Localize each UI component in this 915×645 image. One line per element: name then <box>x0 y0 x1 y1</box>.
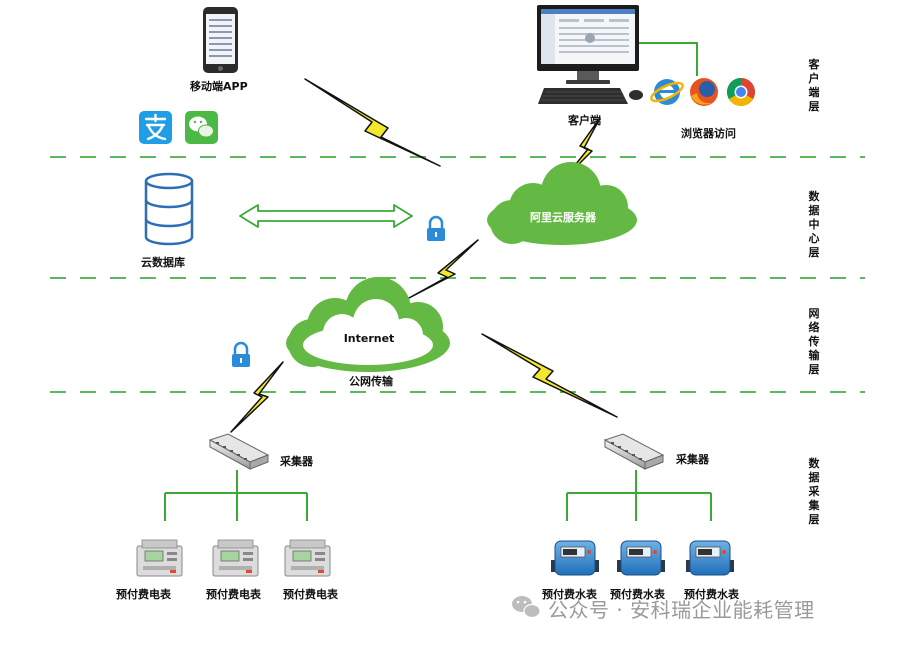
wechat-icon <box>512 596 541 619</box>
water-meter-icon-1 <box>551 540 599 576</box>
wechat-app-icon <box>185 111 218 144</box>
collector-label-left: 采集器 <box>280 455 313 468</box>
electric-meter-label-1: 预付费电表 <box>116 588 171 601</box>
mobile-app-label: 移动端APP <box>190 80 248 93</box>
water-meter-label-1: 预付费水表 <box>542 588 597 601</box>
padlock-icon-lower <box>232 341 250 367</box>
ie-browser-icon <box>650 79 684 105</box>
desktop-computer-icon <box>537 5 643 104</box>
client-label: 客户端 <box>568 114 601 127</box>
bus-lines-left <box>164 470 308 521</box>
wireless-link-icon-right-collector <box>481 333 618 418</box>
layer-label-collection: 数据采集层 <box>808 457 820 526</box>
layer-label-network: 网络传输层 <box>808 307 820 376</box>
aliyun-cloud-shape <box>487 162 637 245</box>
database-icon <box>144 172 194 246</box>
mobile-phone-icon <box>203 7 238 73</box>
electric-meter-label-3: 预付费电表 <box>283 588 338 601</box>
cloud-database-label: 云数据库 <box>141 256 185 269</box>
internet-cloud-inner <box>303 299 433 365</box>
wireless-link-icon-left-collector <box>230 361 284 433</box>
browser-access-label: 浏览器访问 <box>681 127 736 140</box>
water-meter-label-2: 预付费水表 <box>610 588 665 601</box>
aliyun-server-label: 阿里云服务器 <box>530 211 596 224</box>
browser-connector-line <box>639 42 698 76</box>
electric-meter-label-2: 预付费电表 <box>206 588 261 601</box>
alipay-icon <box>139 111 172 144</box>
electric-meter-icon-1 <box>136 539 183 577</box>
wireless-link-icon-internet <box>408 239 479 299</box>
bidirectional-arrow-icon <box>239 204 413 228</box>
collector-label-right: 采集器 <box>676 453 709 466</box>
watermark-text: 公众号 · 安科瑞企业能耗管理 <box>548 598 815 622</box>
bus-lines-right <box>566 470 712 521</box>
electric-meter-icon-3 <box>284 539 331 577</box>
watermark: 公众号 · 安科瑞企业能耗管理 <box>548 594 815 623</box>
chrome-browser-icon <box>727 78 755 106</box>
water-meter-icon-3 <box>686 540 734 576</box>
public-network-label: 公网传输 <box>349 375 393 388</box>
collector-device-icon-left <box>208 433 270 470</box>
collector-device-icon-right <box>603 433 665 470</box>
firefox-browser-icon <box>690 78 718 106</box>
wireless-link-icon-mobile <box>304 78 441 167</box>
layer-label-datacenter: 数据中心层 <box>808 190 820 259</box>
padlock-icon-upper <box>427 215 445 241</box>
water-meter-label-3: 预付费水表 <box>684 588 739 601</box>
layer-label-client: 客户端层 <box>808 58 820 113</box>
internet-label: Internet <box>343 332 395 345</box>
layer-dividers <box>50 156 865 393</box>
electric-meter-icon-2 <box>212 539 259 577</box>
water-meter-icon-2 <box>617 540 665 576</box>
